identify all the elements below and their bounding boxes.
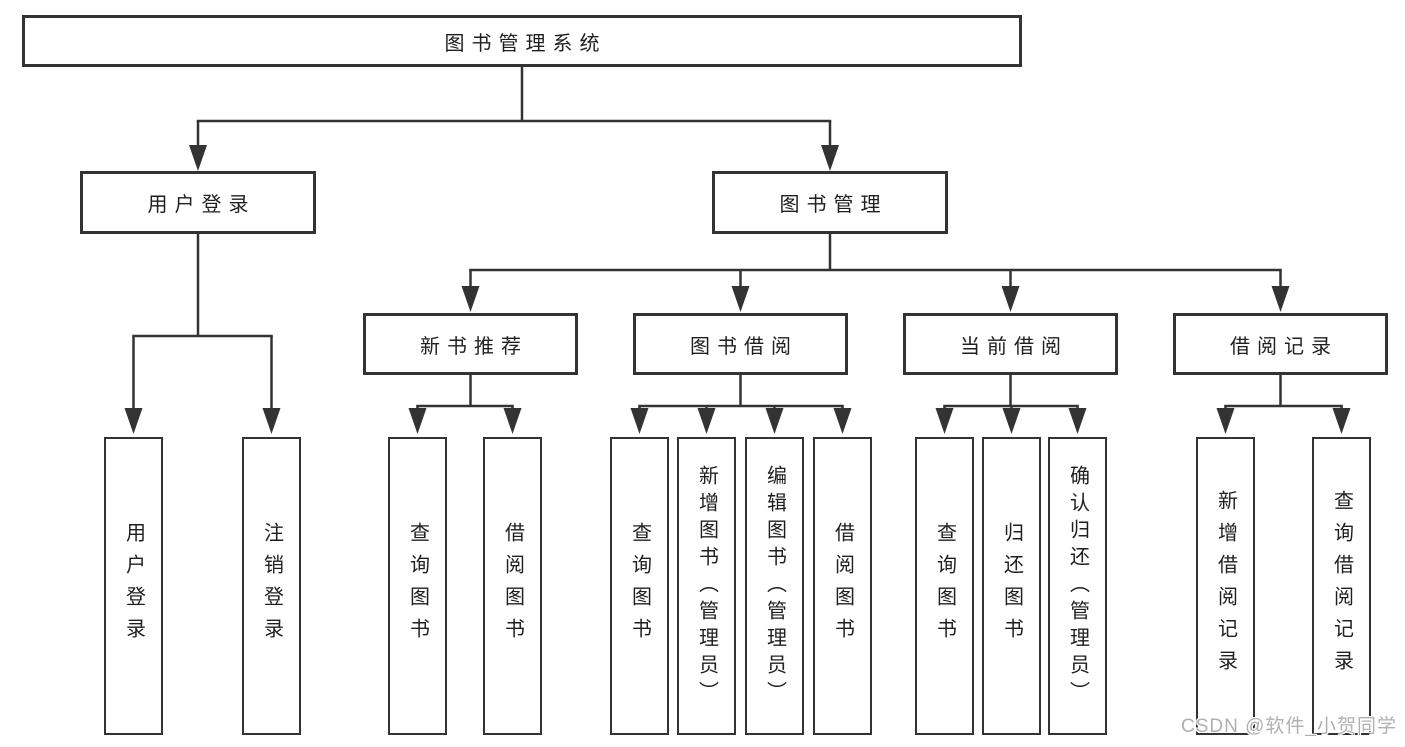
node-user-login-label: 用户登录 [147, 194, 256, 216]
node-nb-borrow-books: 借阅图书 [483, 437, 542, 735]
node-nb-query-books: 查询图书 [388, 437, 447, 735]
node-cb-return-books: 归还图书 [982, 437, 1041, 735]
node-cb-return-books-label: 归还图书 [1000, 522, 1023, 650]
node-bb-add-books-admin: 新增图书（管理员） [677, 437, 736, 735]
node-cb-query-books: 查询图书 [915, 437, 974, 735]
node-logout-label: 注销登录 [260, 522, 283, 650]
node-book-borrowing: 图书借阅 [633, 313, 848, 375]
node-book-management: 图书管理 [712, 171, 948, 234]
node-login: 用户登录 [104, 437, 163, 735]
node-nb-query-books-label: 查询图书 [406, 522, 429, 650]
node-borrowing-records: 借阅记录 [1173, 313, 1388, 375]
node-cb-query-books-label: 查询图书 [933, 522, 956, 650]
node-nb-borrow-books-label: 借阅图书 [501, 522, 524, 650]
node-br-add-record: 新增借阅记录 [1196, 437, 1255, 735]
node-root-label: 图书管理系统 [444, 32, 607, 55]
node-login-label: 用户登录 [122, 522, 145, 650]
node-br-query-record: 查询借阅记录 [1312, 437, 1371, 735]
node-br-add-record-label: 新增借阅记录 [1214, 490, 1237, 682]
node-user-login: 用户登录 [80, 171, 316, 234]
node-current-borrowing-label: 当前借阅 [960, 335, 1068, 358]
node-new-book-recommend-label: 新书推荐 [420, 335, 528, 358]
node-br-query-record-label: 查询借阅记录 [1330, 490, 1353, 682]
node-bb-edit-books-admin: 编辑图书（管理员） [745, 437, 804, 735]
node-bb-add-books-admin-label: 新增图书（管理员） [695, 464, 718, 708]
node-bb-borrow-books: 借阅图书 [813, 437, 872, 735]
node-root: 图书管理系统 [22, 15, 1022, 67]
node-cb-confirm-return-admin-label: 确认归还（管理员） [1066, 464, 1089, 708]
node-cb-confirm-return-admin: 确认归还（管理员） [1048, 437, 1107, 735]
watermark: CSDN @软件_小贺同学 [1181, 716, 1397, 737]
node-current-borrowing: 当前借阅 [903, 313, 1118, 375]
node-bb-query-books-label: 查询图书 [628, 522, 651, 650]
node-book-management-label: 图书管理 [779, 194, 888, 216]
node-new-book-recommend: 新书推荐 [363, 313, 578, 375]
node-borrowing-records-label: 借阅记录 [1230, 335, 1338, 358]
node-book-borrowing-label: 图书借阅 [690, 335, 798, 358]
node-bb-borrow-books-label: 借阅图书 [831, 522, 854, 650]
node-bb-query-books: 查询图书 [610, 437, 669, 735]
node-logout: 注销登录 [242, 437, 301, 735]
node-bb-edit-books-admin-label: 编辑图书（管理员） [763, 464, 786, 708]
